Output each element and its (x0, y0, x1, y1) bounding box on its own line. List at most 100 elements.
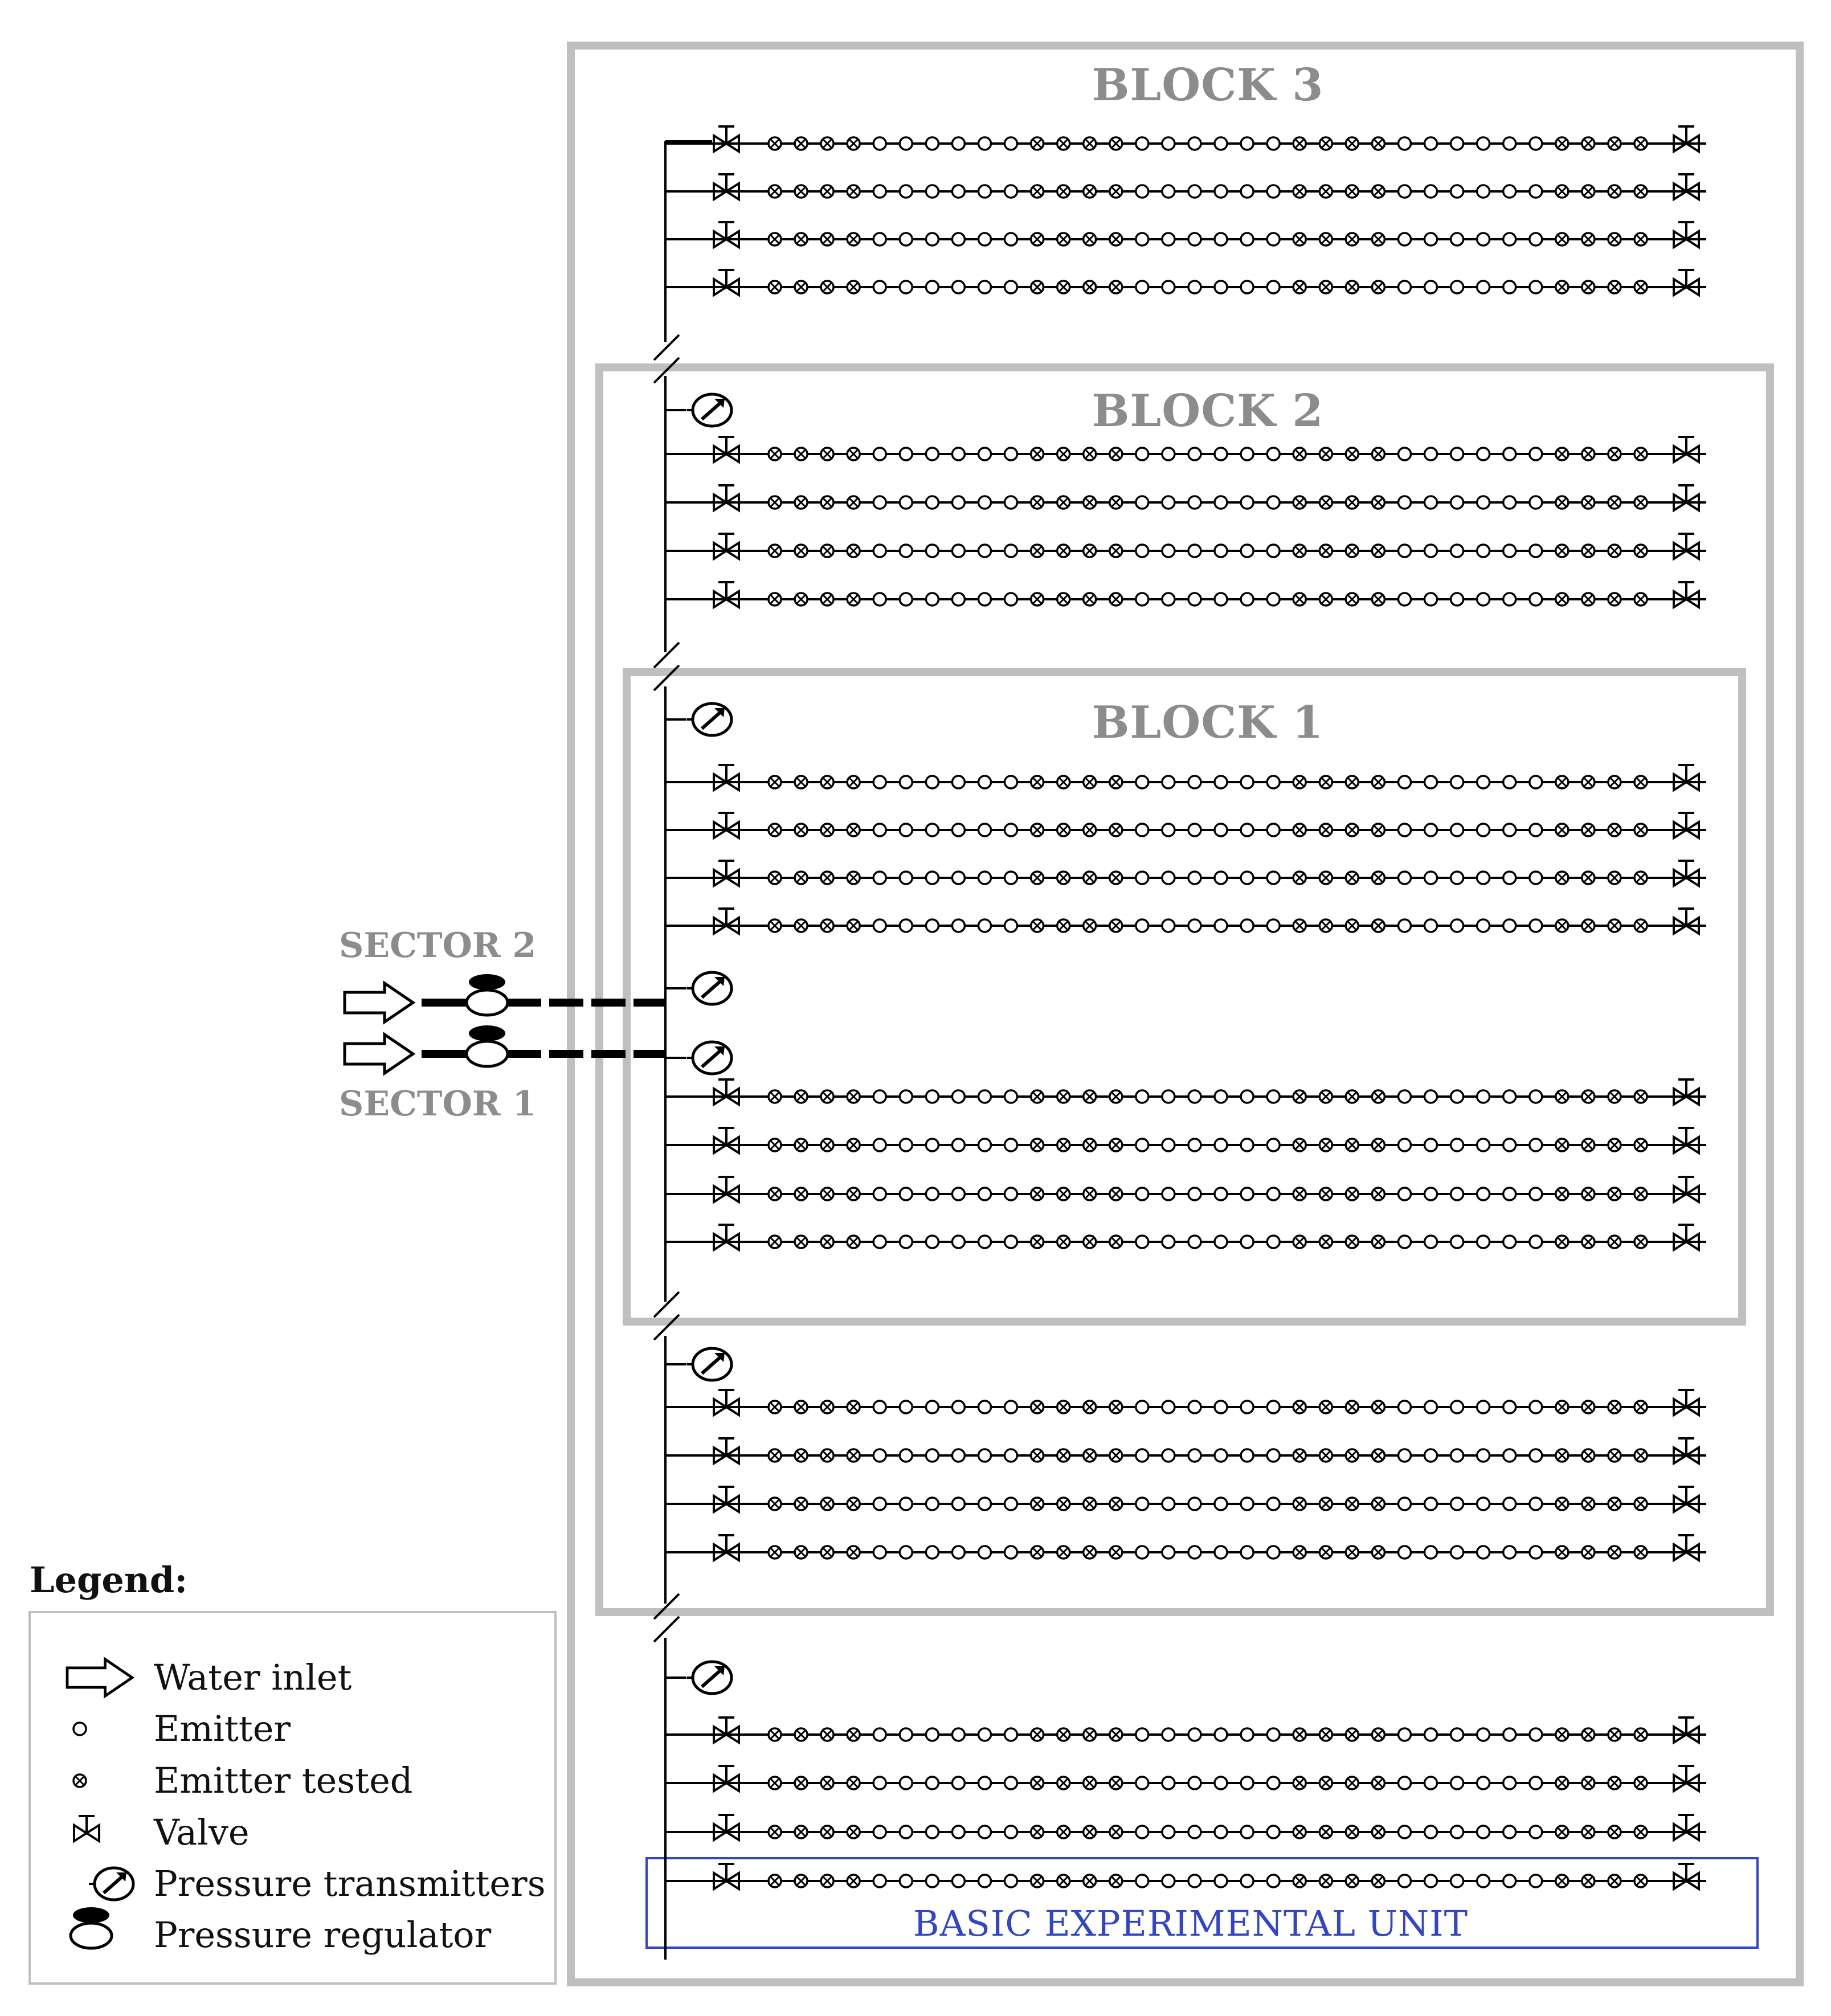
emitter-icon (1240, 1727, 1254, 1742)
emitter-icon (1187, 1089, 1202, 1104)
emitter-tested-icon (794, 495, 808, 510)
emitter-icon (1003, 1776, 1019, 1790)
emitter-icon (1528, 823, 1543, 837)
emitter-icon (1240, 1234, 1254, 1249)
valve-icon (713, 221, 740, 248)
emitter-icon (1003, 1874, 1019, 1888)
emitter-tested-icon (1581, 1496, 1596, 1511)
emitter-tested-icon (820, 1400, 835, 1414)
emitter-tested-icon (767, 543, 782, 558)
emitter-icon (1187, 136, 1202, 151)
emitter-icon (1266, 1400, 1281, 1414)
emitter-icon (1449, 232, 1465, 247)
emitter-icon (1187, 1776, 1202, 1790)
legend-item-water-inlet: Water inlet (67, 1657, 352, 1698)
legend-label: Pressure transmitters (154, 1863, 546, 1904)
emitter-tested-icon (1371, 1727, 1386, 1742)
emitter-tested-icon (794, 1825, 808, 1839)
emitter-icon (1187, 280, 1202, 295)
block3-border (567, 42, 1804, 1986)
emitter-icon (1476, 823, 1491, 837)
emitter-icon (1266, 543, 1281, 558)
emitter-icon (1003, 447, 1019, 461)
emitter-icon (1240, 184, 1254, 199)
emitter-icon (977, 1187, 992, 1201)
emitter-icon (1502, 870, 1517, 885)
emitter-tested-icon (820, 280, 835, 295)
emitter-icon (1161, 1727, 1176, 1742)
emitter-icon (1449, 543, 1465, 558)
emitter-tested-icon (1292, 495, 1307, 510)
emitter-icon (1397, 1400, 1412, 1414)
emitter-tested-icon (1607, 184, 1622, 199)
emitter-icon (1502, 1187, 1517, 1201)
emitter-tested-icon (1029, 495, 1045, 510)
emitter-tested-icon (1029, 1138, 1045, 1152)
water-inlet-arrow-icon (345, 1034, 413, 1073)
emitter-tested-icon (846, 232, 861, 247)
emitter-icon (872, 184, 887, 199)
valve-icon (713, 1765, 740, 1792)
emitter-tested-icon (1581, 447, 1596, 461)
emitter-icon (977, 1874, 992, 1888)
valve-icon (1673, 125, 1700, 153)
emitter-icon (1187, 1496, 1202, 1511)
emitter-tested-icon (1371, 870, 1386, 885)
emitter-icon (1397, 1825, 1412, 1839)
emitter-icon (1266, 1825, 1281, 1839)
emitter-tested-icon (1371, 1187, 1386, 1201)
valve-icon (1673, 269, 1700, 296)
emitter-icon (1449, 1727, 1465, 1742)
emitter-icon (1397, 495, 1412, 510)
emitter-icon (1528, 184, 1543, 199)
emitter-tested-icon (1292, 1776, 1307, 1790)
emitter-icon (925, 1545, 940, 1560)
valve-icon (1673, 1534, 1700, 1561)
emitter-icon (1502, 280, 1517, 295)
emitter-tested-icon (1056, 447, 1071, 461)
emitter-tested-icon (1318, 1089, 1334, 1104)
emitter-tested-icon (1109, 280, 1123, 295)
emitter-tested-icon (820, 592, 835, 607)
emitter-tested-icon (1056, 232, 1071, 247)
emitter-tested-icon (846, 1776, 861, 1790)
emitter-tested-icon (1371, 232, 1386, 247)
emitter-icon (872, 1874, 887, 1888)
emitter-tested-icon (1029, 447, 1045, 461)
emitter-icon (872, 232, 887, 247)
lateral-lines (665, 125, 1706, 1890)
emitter-tested-icon (1633, 1234, 1648, 1249)
emitter-icon (1187, 232, 1202, 247)
emitter-tested-icon (846, 1138, 861, 1152)
emitter-tested-icon (1109, 1727, 1123, 1742)
emitter-icon (1240, 918, 1254, 933)
emitter-tested-icon (1344, 1496, 1360, 1511)
emitter-icon (1449, 1874, 1465, 1888)
emitter-icon (1161, 1448, 1176, 1463)
emitter-icon (898, 543, 914, 558)
emitter-tested-icon (1581, 1448, 1596, 1463)
valve-icon (1673, 221, 1700, 248)
emitter-icon (977, 232, 992, 247)
emitter-tested-icon (767, 823, 782, 837)
emitter-tested-icon (846, 1187, 861, 1201)
emitter-icon (951, 1138, 966, 1152)
emitter-tested-icon (820, 918, 835, 933)
emitter-tested-icon (1318, 447, 1334, 461)
emitter-icon (1397, 1545, 1412, 1560)
emitter-tested-icon (767, 1727, 782, 1742)
emitter-icon (951, 592, 966, 607)
emitter-icon (1187, 447, 1202, 461)
emitter-icon (1213, 592, 1228, 607)
legend-box (28, 1611, 557, 1985)
emitter-icon (1003, 1545, 1019, 1560)
emitter-icon (1003, 543, 1019, 558)
emitter-icon (925, 1138, 940, 1152)
sector2-label: SECTOR 2 (339, 926, 536, 966)
emitter-tested-icon (1318, 1448, 1334, 1463)
emitter-icon (1528, 495, 1543, 510)
emitter-icon (1449, 495, 1465, 510)
emitter-icon (1161, 1089, 1176, 1104)
valve-icon (713, 581, 740, 608)
emitter-icon (898, 1234, 914, 1249)
